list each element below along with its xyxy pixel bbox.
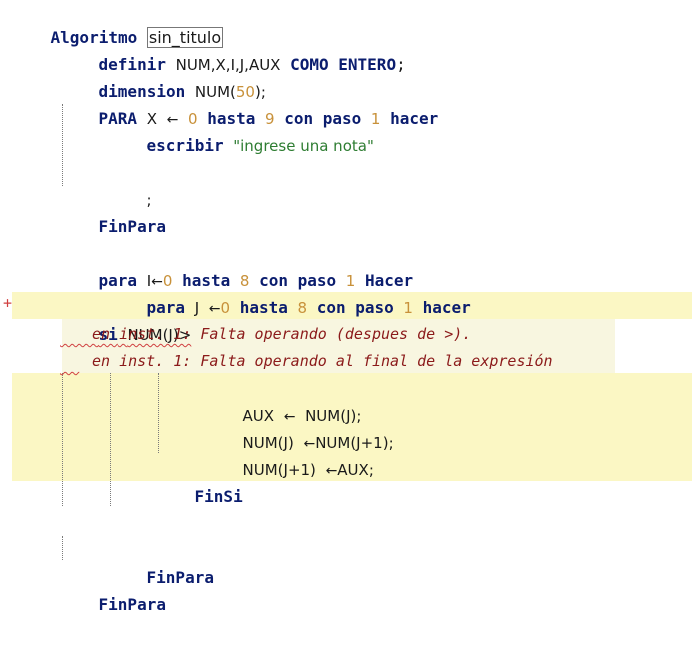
keyword: FinSi — [194, 487, 243, 506]
algorithm-name[interactable]: sin_titulo — [146, 27, 224, 48]
identifier: AUX — [242, 407, 275, 425]
keyword: si — [98, 325, 118, 344]
keyword: definir — [98, 55, 166, 74]
keyword: escribir — [146, 136, 224, 155]
assign-arrow-icon: ← — [166, 112, 179, 128]
keyword: para — [146, 298, 186, 317]
indent-guide — [62, 104, 63, 186]
code-line[interactable]: FinPara — [60, 564, 166, 614]
code-line[interactable]: NUM(J+1) ←AUX; — [204, 429, 374, 479]
number-literal: 0 — [188, 110, 198, 128]
number-literal: 1 — [370, 110, 381, 128]
error-message: en inst. 1: Falta operando al final de l… — [92, 352, 553, 370]
gutter-error-marker[interactable]: + — [3, 294, 13, 312]
punctuation: ; — [396, 55, 406, 74]
keyword: para — [98, 271, 138, 290]
code-line[interactable]: PARA X ← 0 hasta 9 con paso 1 hacer — [60, 78, 439, 128]
keyword: Hacer — [364, 271, 414, 290]
keyword: FinPara — [98, 217, 166, 236]
code-line[interactable]: escribir "ingrese una nota" — [108, 105, 374, 155]
expression: AUX; — [337, 461, 374, 479]
error-line-highlight — [12, 292, 692, 319]
identifier-list: NUM,X,I,J,AUX — [175, 56, 281, 74]
code-line[interactable]: AUX ← NUM(J); — [204, 375, 362, 425]
keyword: COMO ENTERO — [290, 55, 397, 74]
keyword: FinPara — [98, 595, 166, 614]
code-line[interactable]: para I←0 hasta 8 con paso 1 Hacer — [60, 240, 414, 290]
number-literal: 0 — [220, 299, 231, 317]
code-line[interactable]: FinPara — [60, 186, 166, 236]
indent-guide — [110, 373, 111, 506]
punctuation: ); — [254, 83, 266, 101]
code-line[interactable]: FinPara — [108, 537, 214, 587]
punctuation: ; — [146, 191, 152, 209]
assign-arrow-icon: ← — [208, 301, 221, 317]
number-literal: 0 — [162, 272, 173, 290]
number-literal: 8 — [297, 299, 308, 317]
string-literal: "ingrese una nota" — [233, 137, 374, 155]
number-literal: 1 — [345, 272, 356, 290]
number-literal: 50 — [235, 83, 255, 101]
assign-arrow-icon: ← — [303, 436, 316, 452]
identifier: NUM(J+1) — [242, 461, 316, 479]
keyword: hacer — [422, 298, 471, 317]
code-line[interactable]: ; — [108, 159, 152, 209]
code-line[interactable]: dimension NUM(50); — [60, 51, 266, 101]
number-literal: 9 — [265, 110, 275, 128]
identifier: I — [146, 272, 152, 290]
identifier: NUM( — [194, 83, 236, 101]
identifier: X — [146, 110, 157, 128]
assign-arrow-icon: ← — [325, 463, 338, 479]
code-line[interactable]: NUM(J) ←NUM(J+1); — [204, 402, 394, 452]
keyword: dimension — [98, 82, 186, 101]
assign-arrow-icon: ← — [283, 409, 296, 425]
indent-guide — [62, 536, 63, 560]
identifier: NUM(J) — [242, 434, 294, 452]
keyword: PARA — [98, 109, 138, 128]
keyword: FinPara — [146, 568, 214, 587]
keyword: hasta — [207, 109, 256, 128]
condition-expression: NUM(J)> — [127, 326, 192, 344]
keyword: con paso — [316, 298, 394, 317]
keyword: con paso — [284, 109, 362, 128]
keyword: Algoritmo — [50, 28, 138, 47]
code-line-error[interactable]: si NUM(J)> — [60, 294, 192, 344]
identifier: J — [194, 299, 200, 317]
keyword: hacer — [390, 109, 439, 128]
code-line[interactable]: para J ←0 hasta 8 con paso 1 hacer — [108, 267, 471, 317]
number-literal: 8 — [239, 272, 250, 290]
error-message: en inst. 1: Falta operando (despues de >… — [92, 325, 472, 343]
keyword: hasta — [182, 271, 231, 290]
keyword: hasta — [239, 298, 288, 317]
code-line[interactable]: FinSi — [156, 456, 243, 506]
indent-guide — [158, 373, 159, 453]
indent-guide — [62, 373, 63, 506]
number-literal: 1 — [403, 299, 413, 317]
keyword: con paso — [259, 271, 337, 290]
expression: NUM(J); — [305, 407, 362, 425]
error-message-panel — [62, 319, 615, 373]
assign-arrow-icon: ← — [151, 274, 163, 290]
code-line[interactable]: definir NUM,X,I,J,AUX COMO ENTERO; — [60, 24, 406, 74]
expression: NUM(J+1); — [315, 434, 394, 452]
if-block-highlight — [12, 373, 692, 481]
code-line[interactable]: Algoritmo sin_titulo — [12, 0, 224, 48]
